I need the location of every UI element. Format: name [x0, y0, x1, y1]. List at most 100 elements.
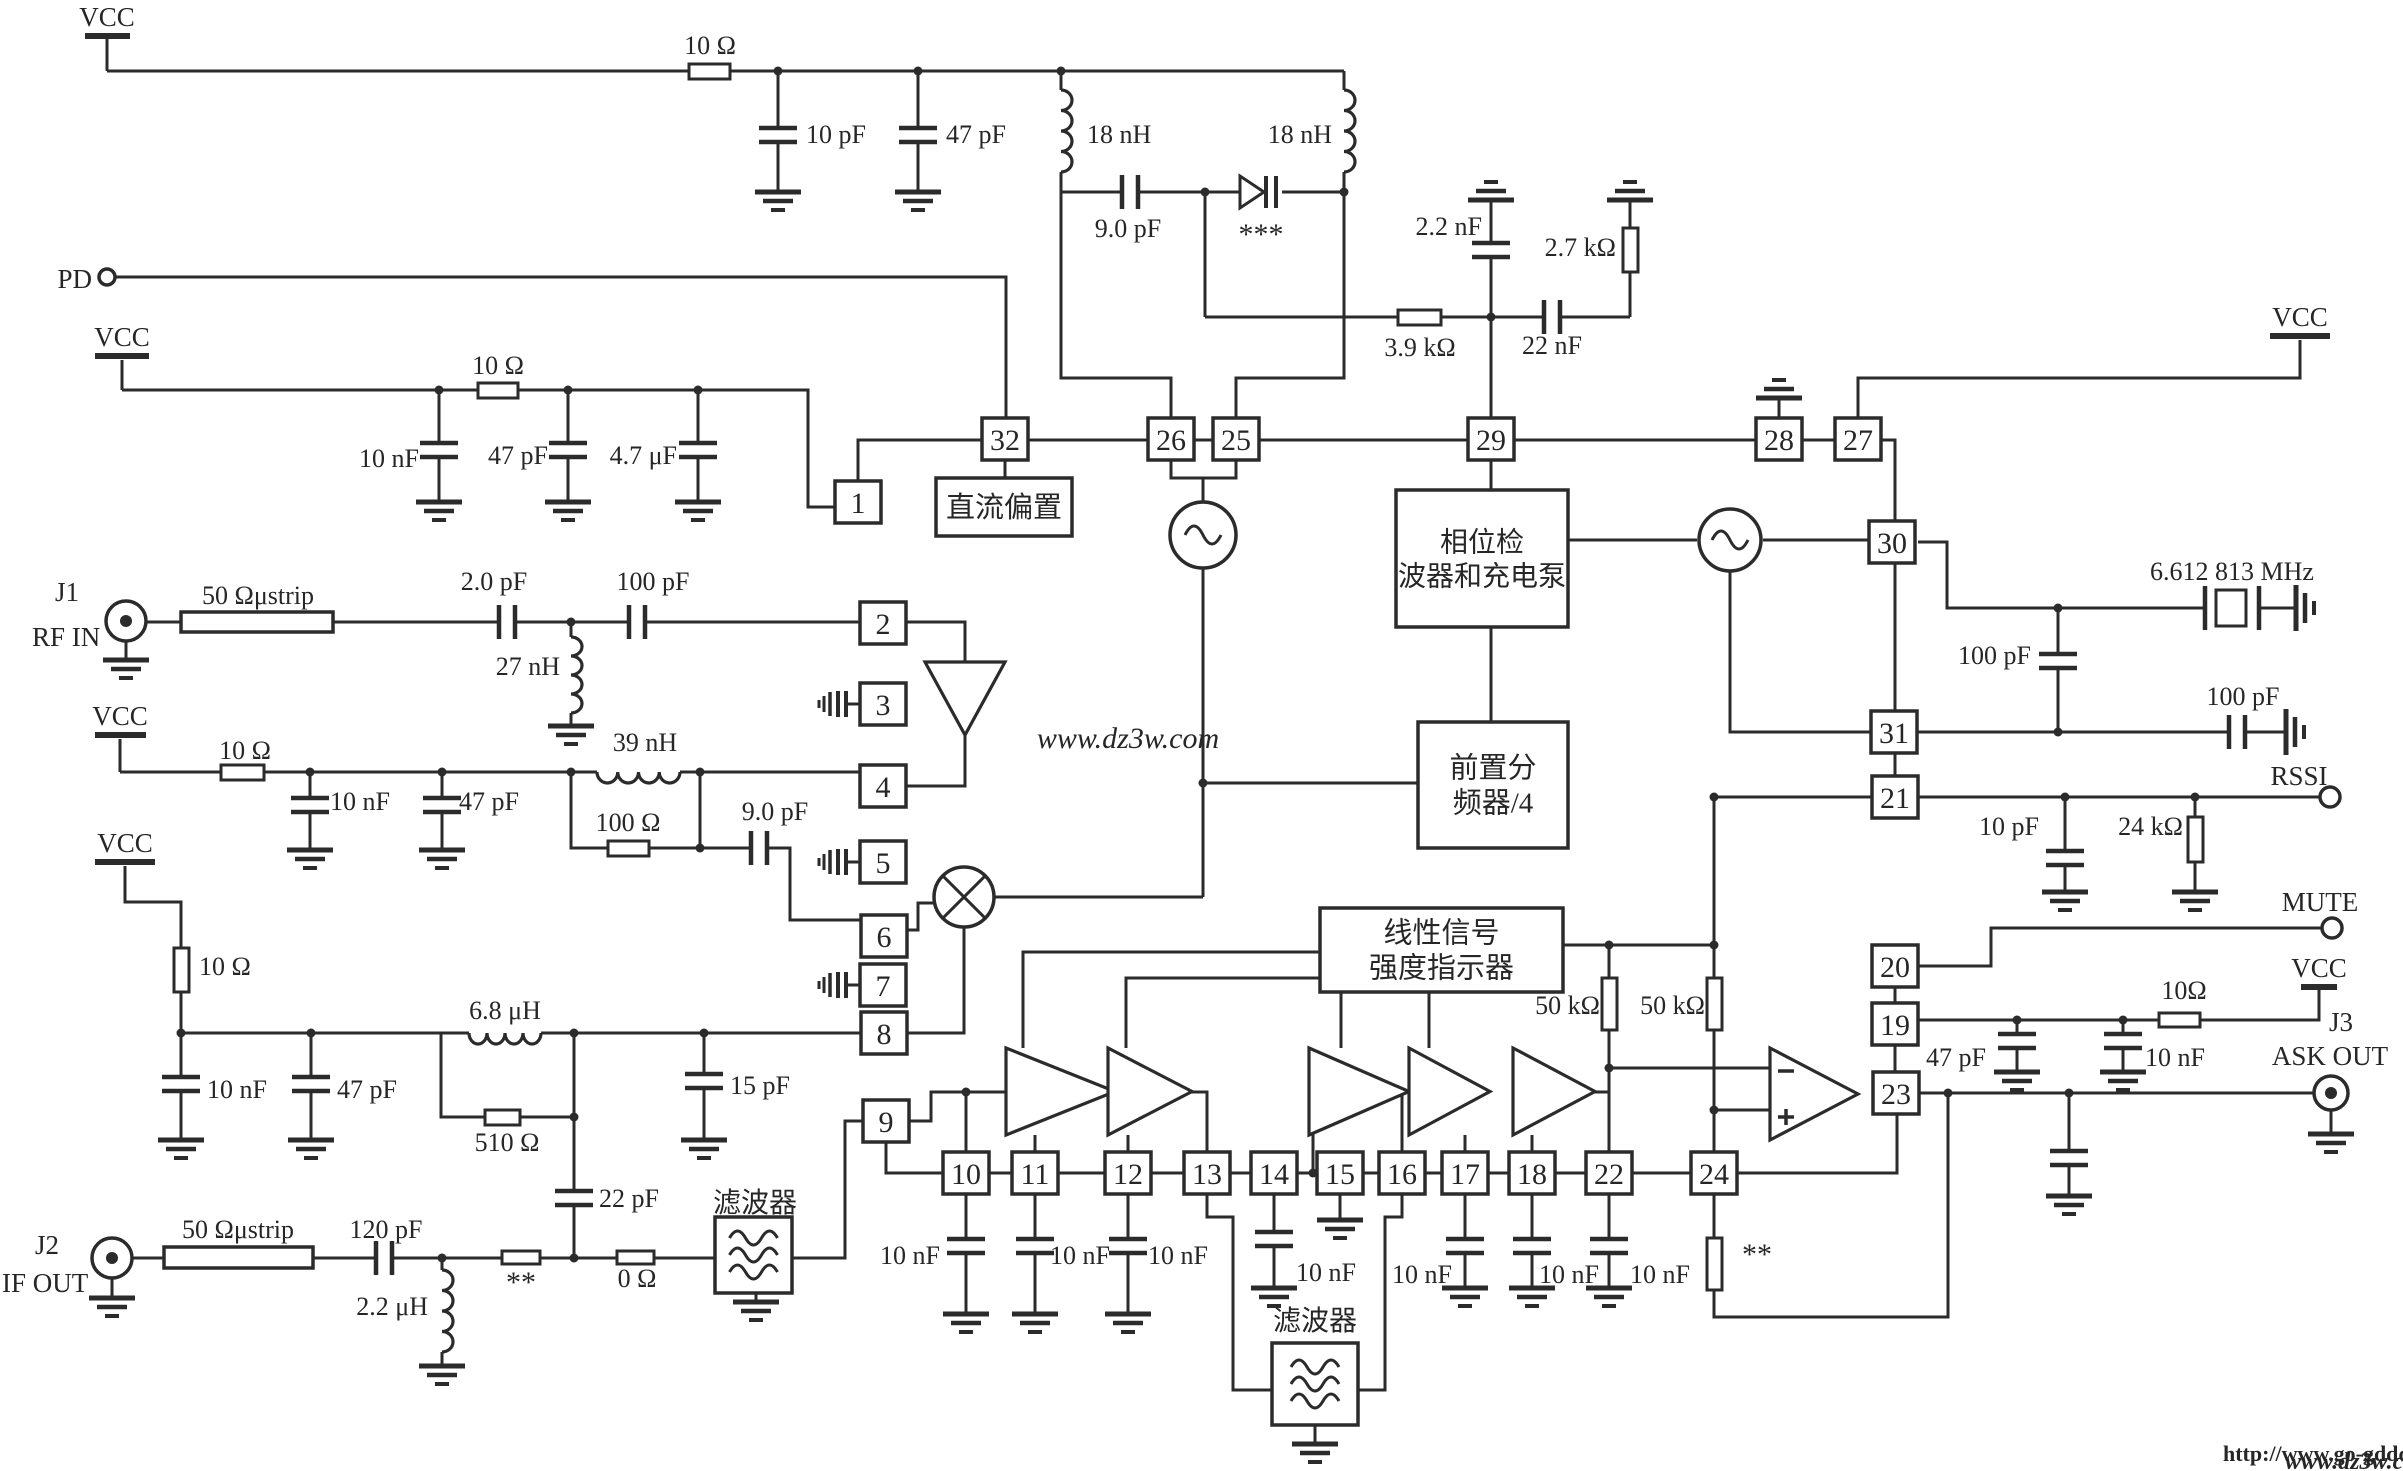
capacitor: [1255, 1229, 1293, 1249]
capacitor: [2046, 848, 2084, 868]
varactor-diode-icon: [1238, 173, 1278, 211]
label: 15 pF: [730, 1071, 790, 1100]
svg-text:31: 31: [1879, 717, 1909, 750]
label: 9.0 pF: [1095, 214, 1161, 243]
wire: [907, 927, 966, 1035]
ground-icon: [419, 847, 465, 870]
label: 47 pF: [1926, 1043, 1986, 1072]
junction-dot: [2064, 1088, 2074, 1098]
ground-icon: [1607, 180, 1653, 203]
svg-text:9: 9: [879, 1106, 894, 1139]
capacitor: [1016, 1236, 1054, 1256]
ground-icon: [158, 1137, 204, 1160]
resistor: [687, 62, 732, 81]
resistor: [1705, 976, 1724, 1032]
junction-dot: [566, 767, 576, 777]
label: VCC: [94, 322, 150, 352]
label: J3: [2329, 1007, 2353, 1037]
ic-pin-31: 31: [1869, 709, 1919, 755]
ground-icon: [288, 1137, 334, 1160]
ground-icon: [1442, 1285, 1488, 1308]
junction-dot: [1709, 940, 1719, 950]
junction-dot: [569, 1253, 579, 1263]
ground-icon: [103, 657, 149, 680]
bypass-cap-ground-icon: [817, 972, 860, 998]
capacitor: [291, 795, 329, 815]
ic-pin-2: 2: [858, 600, 908, 646]
label: 120 pF: [350, 1215, 423, 1244]
capacitor: [1590, 1236, 1628, 1256]
ground-icon: [1509, 1285, 1555, 1308]
svg-text:11: 11: [1021, 1158, 1050, 1191]
crystal-icon: [2202, 586, 2262, 630]
label: 18 nH: [1268, 120, 1333, 149]
svg-text:13: 13: [1192, 1158, 1222, 1191]
ground-icon: [2042, 889, 2088, 912]
capacitor: [162, 1074, 200, 1094]
wire: [1856, 340, 2302, 417]
resistor: [2186, 815, 2205, 864]
wire: [439, 1033, 485, 1119]
ic-pin-26: 26: [1146, 416, 1196, 462]
label: PD: [57, 264, 92, 294]
ic-pin-5: 5: [858, 839, 908, 885]
capacitor: [555, 1188, 593, 1208]
bypass-cap-ground-icon: [817, 849, 860, 875]
amplifier: [1004, 1045, 1120, 1138]
capacitor: [626, 605, 648, 639]
microstrip: [162, 1245, 315, 1270]
inductor: [467, 1032, 543, 1046]
svg-text:28: 28: [1764, 424, 1794, 457]
ic-pin-1: 1: [833, 479, 883, 525]
ground-icon: [287, 847, 333, 870]
ground-icon: [1756, 378, 1802, 401]
resistor: [1621, 226, 1640, 274]
ic-pin-4: 4: [858, 763, 908, 809]
j3-ask-out-connector: [2312, 1074, 2350, 1112]
ic-pin-14: 14: [1249, 1150, 1299, 1196]
wire: [1917, 926, 2322, 968]
svg-text:32: 32: [990, 424, 1020, 457]
wire: [856, 438, 982, 481]
label: 10 nF: [1392, 1260, 1452, 1289]
ic-pin-24: 24: [1689, 1150, 1739, 1196]
resistor: [483, 1108, 522, 1127]
capacitor: [679, 440, 717, 460]
ic-pin-6: 6: [859, 913, 909, 959]
capacitor: [420, 440, 458, 460]
resistor: [172, 946, 191, 994]
capacitor: [2050, 1148, 2088, 1168]
label: www.dz3w.com: [2285, 1449, 2403, 1471]
ground-icon: [1292, 1441, 1338, 1464]
svg-text:18: 18: [1517, 1158, 1547, 1191]
capacitor: [685, 1071, 723, 1091]
ic-pin-8: 8: [859, 1010, 909, 1056]
lna-amplifier: [922, 660, 1008, 739]
label: VCC: [97, 828, 153, 858]
ic-pin-30: 30: [1867, 519, 1917, 565]
ic-pin-11: 11: [1010, 1150, 1060, 1196]
filter-if-mid: [1270, 1341, 1360, 1427]
label: 10 nF: [1148, 1241, 1208, 1270]
svg-text:12: 12: [1113, 1158, 1143, 1191]
capacitor: [759, 125, 797, 145]
resistor: [1600, 976, 1619, 1032]
capacitor: [373, 1241, 395, 1275]
wire: [1881, 438, 1897, 521]
ground-icon: [2293, 585, 2316, 631]
svg-text:21: 21: [1880, 782, 1910, 815]
junction-dot: [695, 767, 705, 777]
mixer-icon: [932, 865, 996, 929]
ic-pin-23: 23: [1871, 1070, 1921, 1116]
label: VCC: [2272, 302, 2328, 332]
junction-dot: [306, 1028, 316, 1038]
ground-icon: [545, 499, 591, 522]
junction-dot: [2053, 603, 2063, 613]
inductor: [1060, 88, 1074, 174]
wire: [884, 1143, 944, 1175]
svg-text:25: 25: [1221, 424, 1251, 457]
j1-rf-in-connector: [104, 599, 148, 643]
label: http://www.go-gddq.com: [2223, 1441, 2403, 1466]
junction-dot: [699, 1028, 709, 1038]
